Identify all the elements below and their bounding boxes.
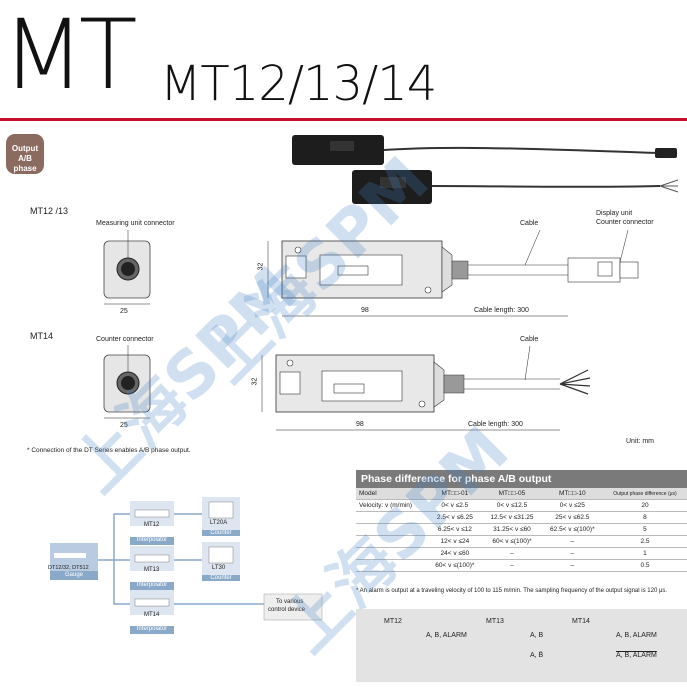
- table-cell: 2.5: [602, 535, 687, 548]
- control-line1: To various: [276, 599, 304, 605]
- table-cell: –: [541, 547, 603, 560]
- table-header: MT□□-10: [541, 488, 603, 500]
- table-cell: [356, 523, 428, 536]
- table-cell: [356, 535, 428, 548]
- measuring-connector-label: Measuring unit connector: [96, 220, 175, 227]
- table-row: Velocity: v (m/min) 0< v ≤2.5 0< v ≤12.5…: [356, 499, 687, 512]
- interp-label-1: Interpolator: [130, 537, 174, 543]
- badge-line1: Output: [11, 144, 39, 153]
- cable-label-a: Cable: [520, 220, 539, 227]
- mt14-label: MT14: [30, 331, 54, 341]
- cable-label-b: Cable: [520, 336, 539, 343]
- table-header: MT□□-05: [482, 488, 542, 500]
- table-cell: 0< v ≤12.5: [482, 499, 542, 512]
- table-cell: 0< v ≤25: [541, 499, 603, 512]
- phase-table-section: Phase difference for phase A/B output Mo…: [356, 470, 687, 572]
- counter-label-2: Counter: [202, 575, 240, 581]
- table-cell: 12< v ≤24: [427, 535, 483, 548]
- table-cell: 25< v ≤62.5: [541, 511, 603, 524]
- out-mt12-label: MT12: [384, 618, 402, 625]
- display-connector-line2: Counter connector: [596, 219, 654, 226]
- dt-series-note: * Connection of the DT Series enables A/…: [27, 447, 191, 454]
- table-cell: 24< v ≤60: [427, 547, 483, 560]
- table-cell: –: [541, 535, 603, 548]
- phase-table-title: Phase difference for phase A/B output: [356, 470, 687, 488]
- mt1213-body: [267, 229, 639, 317]
- display-connector-line1: Display unit: [596, 210, 633, 217]
- table-cell: 0< v ≤2.5: [427, 499, 483, 512]
- mt14-body: [261, 345, 591, 431]
- cable-length-a: Cable length: 300: [474, 307, 529, 314]
- gauge-model-label: DT12/32, DT512: [48, 565, 89, 571]
- table-cell: 8: [602, 511, 687, 524]
- page-title-mt: MT: [2, 0, 137, 111]
- table-cell: 6.25< v ≤12: [427, 523, 483, 536]
- product-photo: [292, 135, 679, 204]
- lt20a-label: LT20A: [210, 520, 228, 526]
- table-cell: 1: [602, 547, 687, 560]
- table-row: 24< v ≤60 – – 1: [356, 547, 687, 560]
- control-line2: control device: [268, 607, 306, 613]
- table-cell: 5: [602, 523, 687, 536]
- lt30-label: LT30: [212, 565, 226, 571]
- out-mt13-signal2: A, B̄: [530, 652, 544, 659]
- mt1213-end-view: [103, 230, 151, 305]
- table-header: MT□□-01: [427, 488, 483, 500]
- out-mt14-label: MT14: [572, 618, 590, 625]
- table-row: 6.25< v ≤12 31.25< v ≤60 62.5< v ≤(100)*…: [356, 523, 687, 536]
- table-cell: [356, 511, 428, 524]
- table-cell: 12.5< v ≤31.25: [482, 511, 542, 524]
- counter-label-1: Counter: [202, 530, 240, 536]
- table-row: 60< v ≤(100)* – – 0.5: [356, 559, 687, 572]
- table-cell: [356, 547, 428, 560]
- out-mt13-signal1: A, B: [530, 632, 544, 639]
- interp-label-2: Interpolator: [130, 582, 174, 588]
- phase-table: Model MT□□-01 MT□□-05 MT□□-10 Output pha…: [356, 488, 687, 572]
- dim-25-a: 25: [120, 308, 128, 315]
- table-cell: –: [482, 559, 542, 572]
- table-cell: 2.5< v ≤6.25: [427, 511, 483, 524]
- output-badge: Output A/B phase: [6, 134, 44, 174]
- table-cell: –: [482, 547, 542, 560]
- unit-label: Unit: mm: [626, 438, 654, 445]
- sys-mt12-label: MT12: [144, 522, 160, 528]
- out-mt12-signal: A, B, ALARM: [426, 632, 467, 639]
- table-cell: 60< v ≤(100)*: [427, 559, 483, 572]
- out-mt13-label: MT13: [486, 618, 504, 625]
- out-mt14-signal1: A, B, ALARM: [616, 632, 657, 639]
- out-mt14-signal2: A, B, ALARM: [616, 652, 657, 659]
- sys-mt14-label: MT14: [144, 612, 160, 618]
- page-subtitle: MT12/13/14: [160, 56, 437, 112]
- table-header-row: Model MT□□-01 MT□□-05 MT□□-10 Output pha…: [356, 488, 687, 500]
- output-circuit-box: [356, 609, 687, 682]
- dim-98-a: 98: [361, 307, 369, 314]
- mt1213-label: MT12 /13: [30, 206, 69, 216]
- header-divider: [0, 118, 687, 121]
- table-header: Model: [356, 488, 428, 500]
- table-cell: –: [541, 559, 603, 572]
- mt14-end-view: [103, 345, 151, 419]
- counter-connector-label: Counter connector: [96, 336, 154, 343]
- table-cell: 20: [602, 499, 687, 512]
- table-header: Output phase difference (μs): [602, 488, 687, 500]
- cable-length-b: Cable length: 300: [468, 421, 523, 428]
- alarm-note: * An alarm is output at a traveling velo…: [356, 588, 668, 594]
- dim-98-b: 98: [356, 421, 364, 428]
- interp-label-3: Interpolator: [130, 626, 174, 632]
- table-cell: 60< v ≤(100)*: [482, 535, 542, 548]
- table-cell: [356, 559, 428, 572]
- table-cell: 0.5: [602, 559, 687, 572]
- sys-mt13-label: MT13: [144, 567, 160, 573]
- table-cell: Velocity: v (m/min): [356, 499, 428, 512]
- badge-line2: A/B phase: [13, 154, 37, 173]
- table-row: 2.5< v ≤6.25 12.5< v ≤31.25 25< v ≤62.5 …: [356, 511, 687, 524]
- table-cell: 62.5< v ≤(100)*: [541, 523, 603, 536]
- table-row: 12< v ≤24 60< v ≤(100)* – 2.5: [356, 535, 687, 548]
- dim-25-b: 25: [120, 422, 128, 429]
- gauge-label: Gauge: [50, 572, 98, 578]
- table-cell: 31.25< v ≤60: [482, 523, 542, 536]
